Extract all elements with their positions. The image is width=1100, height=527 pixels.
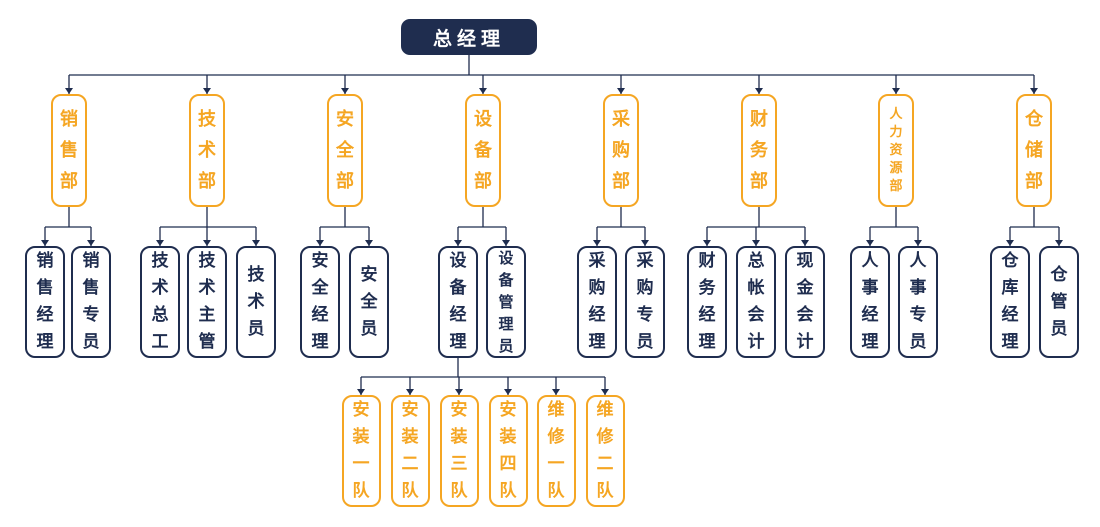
arrow-head bbox=[703, 240, 711, 246]
staff-box-label: 仓库经理 bbox=[1001, 251, 1019, 352]
staff-box[interactable]: 人事专员 bbox=[898, 246, 938, 358]
dept-box[interactable]: 设备部 bbox=[465, 94, 501, 207]
arrow-head bbox=[455, 389, 463, 395]
arrow-head bbox=[601, 389, 609, 395]
arrow-head bbox=[41, 240, 49, 246]
arrow-head bbox=[504, 389, 512, 395]
team-box-label: 维修二队 bbox=[596, 400, 614, 501]
dept-box-label: 仓储部 bbox=[1025, 109, 1043, 192]
staff-box[interactable]: 财务经理 bbox=[687, 246, 727, 358]
staff-box-label: 设备经理 bbox=[449, 251, 467, 352]
team-box[interactable]: 安装二队 bbox=[390, 395, 430, 507]
team-box-label: 安装一队 bbox=[352, 400, 370, 501]
staff-box-label: 采购经理 bbox=[588, 251, 606, 352]
team-box[interactable]: 安装一队 bbox=[341, 395, 381, 507]
dept-box-label: 安全部 bbox=[336, 109, 354, 192]
arrow-head bbox=[357, 389, 365, 395]
arrow-head bbox=[617, 88, 625, 94]
arrow-head bbox=[65, 88, 73, 94]
staff-box-label: 安全员 bbox=[360, 264, 378, 339]
staff-box[interactable]: 总帐会计 bbox=[736, 246, 776, 358]
team-box-label: 安装三队 bbox=[450, 400, 468, 501]
arrow-head bbox=[454, 240, 462, 246]
arrow-head bbox=[1055, 240, 1063, 246]
staff-box-label: 人事经理 bbox=[861, 251, 879, 352]
arrow-head bbox=[502, 240, 510, 246]
team-box[interactable]: 安装三队 bbox=[439, 395, 479, 507]
staff-box[interactable]: 人事经理 bbox=[850, 246, 890, 358]
staff-box-label: 总帐会计 bbox=[747, 251, 765, 352]
arrow-head bbox=[341, 88, 349, 94]
staff-box[interactable]: 销售专员 bbox=[71, 246, 111, 358]
arrow-head bbox=[892, 88, 900, 94]
dept-box[interactable]: 人力资源部 bbox=[878, 94, 914, 207]
dept-box[interactable]: 采购部 bbox=[603, 94, 639, 207]
arrow-head bbox=[1006, 240, 1014, 246]
staff-box[interactable]: 现金会计 bbox=[785, 246, 825, 358]
arrow-head bbox=[641, 240, 649, 246]
staff-box-label: 采购专员 bbox=[636, 251, 654, 352]
dept-box[interactable]: 财务部 bbox=[741, 94, 777, 207]
staff-box-label: 设备管理员 bbox=[498, 249, 514, 355]
arrow-head bbox=[552, 389, 560, 395]
team-box-label: 安装二队 bbox=[401, 400, 419, 501]
arrow-head bbox=[365, 240, 373, 246]
staff-box[interactable]: 技术员 bbox=[236, 246, 276, 358]
arrow-head bbox=[203, 88, 211, 94]
staff-box-label: 人事专员 bbox=[909, 251, 927, 352]
dept-box-label: 财务部 bbox=[750, 109, 768, 192]
dept-box-label: 人力资源部 bbox=[889, 106, 903, 194]
staff-box[interactable]: 设备管理员 bbox=[486, 246, 526, 358]
staff-box-label: 技术员 bbox=[247, 264, 265, 339]
general-manager-box[interactable]: 总经理 bbox=[401, 19, 537, 55]
staff-box[interactable]: 仓管员 bbox=[1039, 246, 1079, 358]
dept-box-label: 采购部 bbox=[612, 109, 630, 192]
arrow-head bbox=[406, 389, 414, 395]
staff-box[interactable]: 采购经理 bbox=[577, 246, 617, 358]
staff-box-label: 仓管员 bbox=[1050, 264, 1068, 339]
staff-box-label: 销售专员 bbox=[82, 251, 100, 352]
staff-box[interactable]: 仓库经理 bbox=[990, 246, 1030, 358]
arrow-head bbox=[479, 88, 487, 94]
staff-box-label: 现金会计 bbox=[796, 251, 814, 352]
arrow-head bbox=[593, 240, 601, 246]
team-box[interactable]: 安装四队 bbox=[488, 395, 528, 507]
dept-box-label: 设备部 bbox=[474, 109, 492, 192]
arrow-head bbox=[1030, 88, 1038, 94]
team-box-label: 维修一队 bbox=[547, 400, 565, 501]
staff-box[interactable]: 技术主管 bbox=[187, 246, 227, 358]
team-box[interactable]: 维修一队 bbox=[536, 395, 576, 507]
dept-box[interactable]: 销售部 bbox=[51, 94, 87, 207]
staff-box[interactable]: 设备经理 bbox=[438, 246, 478, 358]
arrow-head bbox=[156, 240, 164, 246]
staff-box-label: 安全经理 bbox=[311, 251, 329, 352]
staff-box-label: 销售经理 bbox=[36, 251, 54, 352]
staff-box-label: 技术总工 bbox=[151, 251, 169, 352]
dept-box-label: 销售部 bbox=[60, 109, 78, 192]
staff-box[interactable]: 销售经理 bbox=[25, 246, 65, 358]
staff-box-label: 财务经理 bbox=[698, 251, 716, 352]
dept-box[interactable]: 仓储部 bbox=[1016, 94, 1052, 207]
arrow-head bbox=[914, 240, 922, 246]
staff-box-label: 技术主管 bbox=[198, 251, 216, 352]
staff-box[interactable]: 采购专员 bbox=[625, 246, 665, 358]
dept-box[interactable]: 安全部 bbox=[327, 94, 363, 207]
arrow-head bbox=[87, 240, 95, 246]
dept-box-label: 技术部 bbox=[198, 109, 216, 192]
dept-box[interactable]: 技术部 bbox=[189, 94, 225, 207]
arrow-head bbox=[203, 240, 211, 246]
arrow-head bbox=[755, 88, 763, 94]
arrow-head bbox=[752, 240, 760, 246]
arrow-head bbox=[316, 240, 324, 246]
staff-box[interactable]: 技术总工 bbox=[140, 246, 180, 358]
arrow-head bbox=[866, 240, 874, 246]
arrow-head bbox=[801, 240, 809, 246]
team-box[interactable]: 维修二队 bbox=[585, 395, 625, 507]
team-box-label: 安装四队 bbox=[499, 400, 517, 501]
staff-box[interactable]: 安全经理 bbox=[300, 246, 340, 358]
arrow-head bbox=[252, 240, 260, 246]
staff-box[interactable]: 安全员 bbox=[349, 246, 389, 358]
